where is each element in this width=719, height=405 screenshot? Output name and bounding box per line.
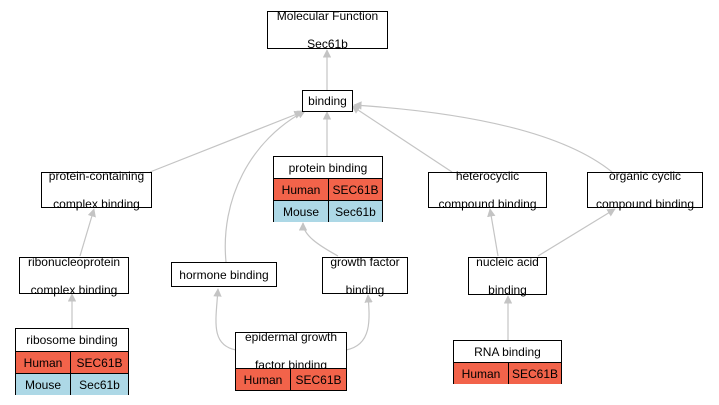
node-nucleic-acid-binding[interactable]: nucleic acid binding: [468, 255, 547, 297]
species-cell: Mouse: [16, 374, 71, 395]
node-label-line1: nucleic acid: [476, 255, 539, 269]
node-epidermal-growth-factor-binding[interactable]: epidermal growth factor binding Human SE…: [235, 329, 347, 391]
node-label-line2: binding: [488, 283, 527, 297]
gene-row-human: Human SEC61B: [454, 362, 561, 384]
node-label-line1: protein binding: [288, 160, 368, 175]
node-label-line1: protein-containing: [48, 169, 145, 183]
node-heterocyclic-compound-binding[interactable]: heterocyclic compound binding: [428, 169, 547, 211]
gene-cell: SEC61B: [329, 179, 382, 200]
node-protein-containing-complex-binding[interactable]: protein-containing complex binding: [41, 169, 152, 211]
node-label-line2: Sec61b: [307, 37, 348, 51]
gene-cell: SEC61B: [71, 352, 128, 373]
node-label-line1: ribonucleoprotein: [27, 254, 121, 269]
node-label-line2: compound binding: [438, 197, 537, 211]
node-hormone-binding[interactable]: hormone binding: [171, 262, 277, 287]
node-label-line2: complex binding: [53, 197, 140, 211]
species-cell: Mouse: [274, 201, 329, 222]
node-label-line2: complex binding: [30, 282, 118, 297]
node-label-line1: organic cyclic: [608, 169, 681, 183]
edge-growth-factor-to-protein-binding: [298, 222, 339, 257]
edge-organic-cyclic-to-binding: [353, 101, 613, 173]
gene-cell: SEC61B: [291, 369, 346, 390]
gene-row-human: Human SEC61B: [16, 351, 128, 373]
edge-egf-to-growth-factor: [345, 294, 373, 351]
species-cell: Human: [16, 352, 71, 373]
node-label-line2: compound binding: [595, 197, 695, 211]
node-label-line2: binding: [345, 282, 385, 297]
node-label-line1: binding: [308, 94, 347, 108]
node-label-line1: epidermal growth: [244, 329, 338, 344]
edge-pccb-to-binding: [149, 110, 303, 173]
species-cell: Human: [274, 179, 329, 200]
edge-egf-to-hormone: [213, 288, 237, 351]
species-cell: Human: [454, 363, 509, 384]
edge-heterocyclic-to-binding: [351, 105, 453, 173]
node-label-line1: ribosome binding: [26, 333, 118, 347]
node-molecular-function-root[interactable]: Molecular Function Sec61b: [267, 9, 388, 51]
node-binding[interactable]: binding: [302, 90, 353, 112]
species-cell: Human: [236, 369, 291, 390]
node-ribonucleoprotein-complex-binding[interactable]: ribonucleoprotein complex binding: [19, 254, 129, 297]
node-rna-binding[interactable]: RNA binding Human SEC61B: [453, 340, 562, 384]
node-organic-cyclic-compound-binding[interactable]: organic cyclic compound binding: [587, 169, 703, 211]
edge-nucleic-acid-to-heterocyclic: [487, 208, 499, 257]
node-protein-binding[interactable]: protein binding Human SEC61B Mouse Sec61…: [273, 156, 383, 222]
node-label-line1: RNA binding: [474, 344, 541, 359]
edge-hormone-to-binding: [224, 110, 306, 263]
gene-cell: SEC61B: [509, 363, 561, 384]
node-label-line1: heterocyclic: [455, 169, 520, 183]
node-label-line1: Molecular Function: [276, 9, 379, 23]
node-label-line1: growth factor: [330, 254, 400, 269]
gene-row-mouse: Mouse Sec61b: [274, 200, 382, 222]
node-ribosome-binding[interactable]: ribosome binding Human SEC61B Mouse Sec6…: [15, 328, 129, 395]
gene-row-human: Human SEC61B: [236, 368, 346, 390]
edge-ribonucleoprotein-to-pccb: [79, 208, 96, 257]
gene-cell: Sec61b: [71, 374, 128, 395]
gene-cell: Sec61b: [329, 201, 382, 222]
gene-row-mouse: Mouse Sec61b: [16, 373, 128, 395]
node-label-line2: factor binding: [254, 357, 328, 372]
node-growth-factor-binding[interactable]: growth factor binding: [322, 254, 408, 297]
node-label-line1: hormone binding: [179, 267, 269, 282]
edge-nucleic-acid-to-organic-cyclic: [537, 208, 616, 257]
gene-row-human: Human SEC61B: [274, 178, 382, 200]
